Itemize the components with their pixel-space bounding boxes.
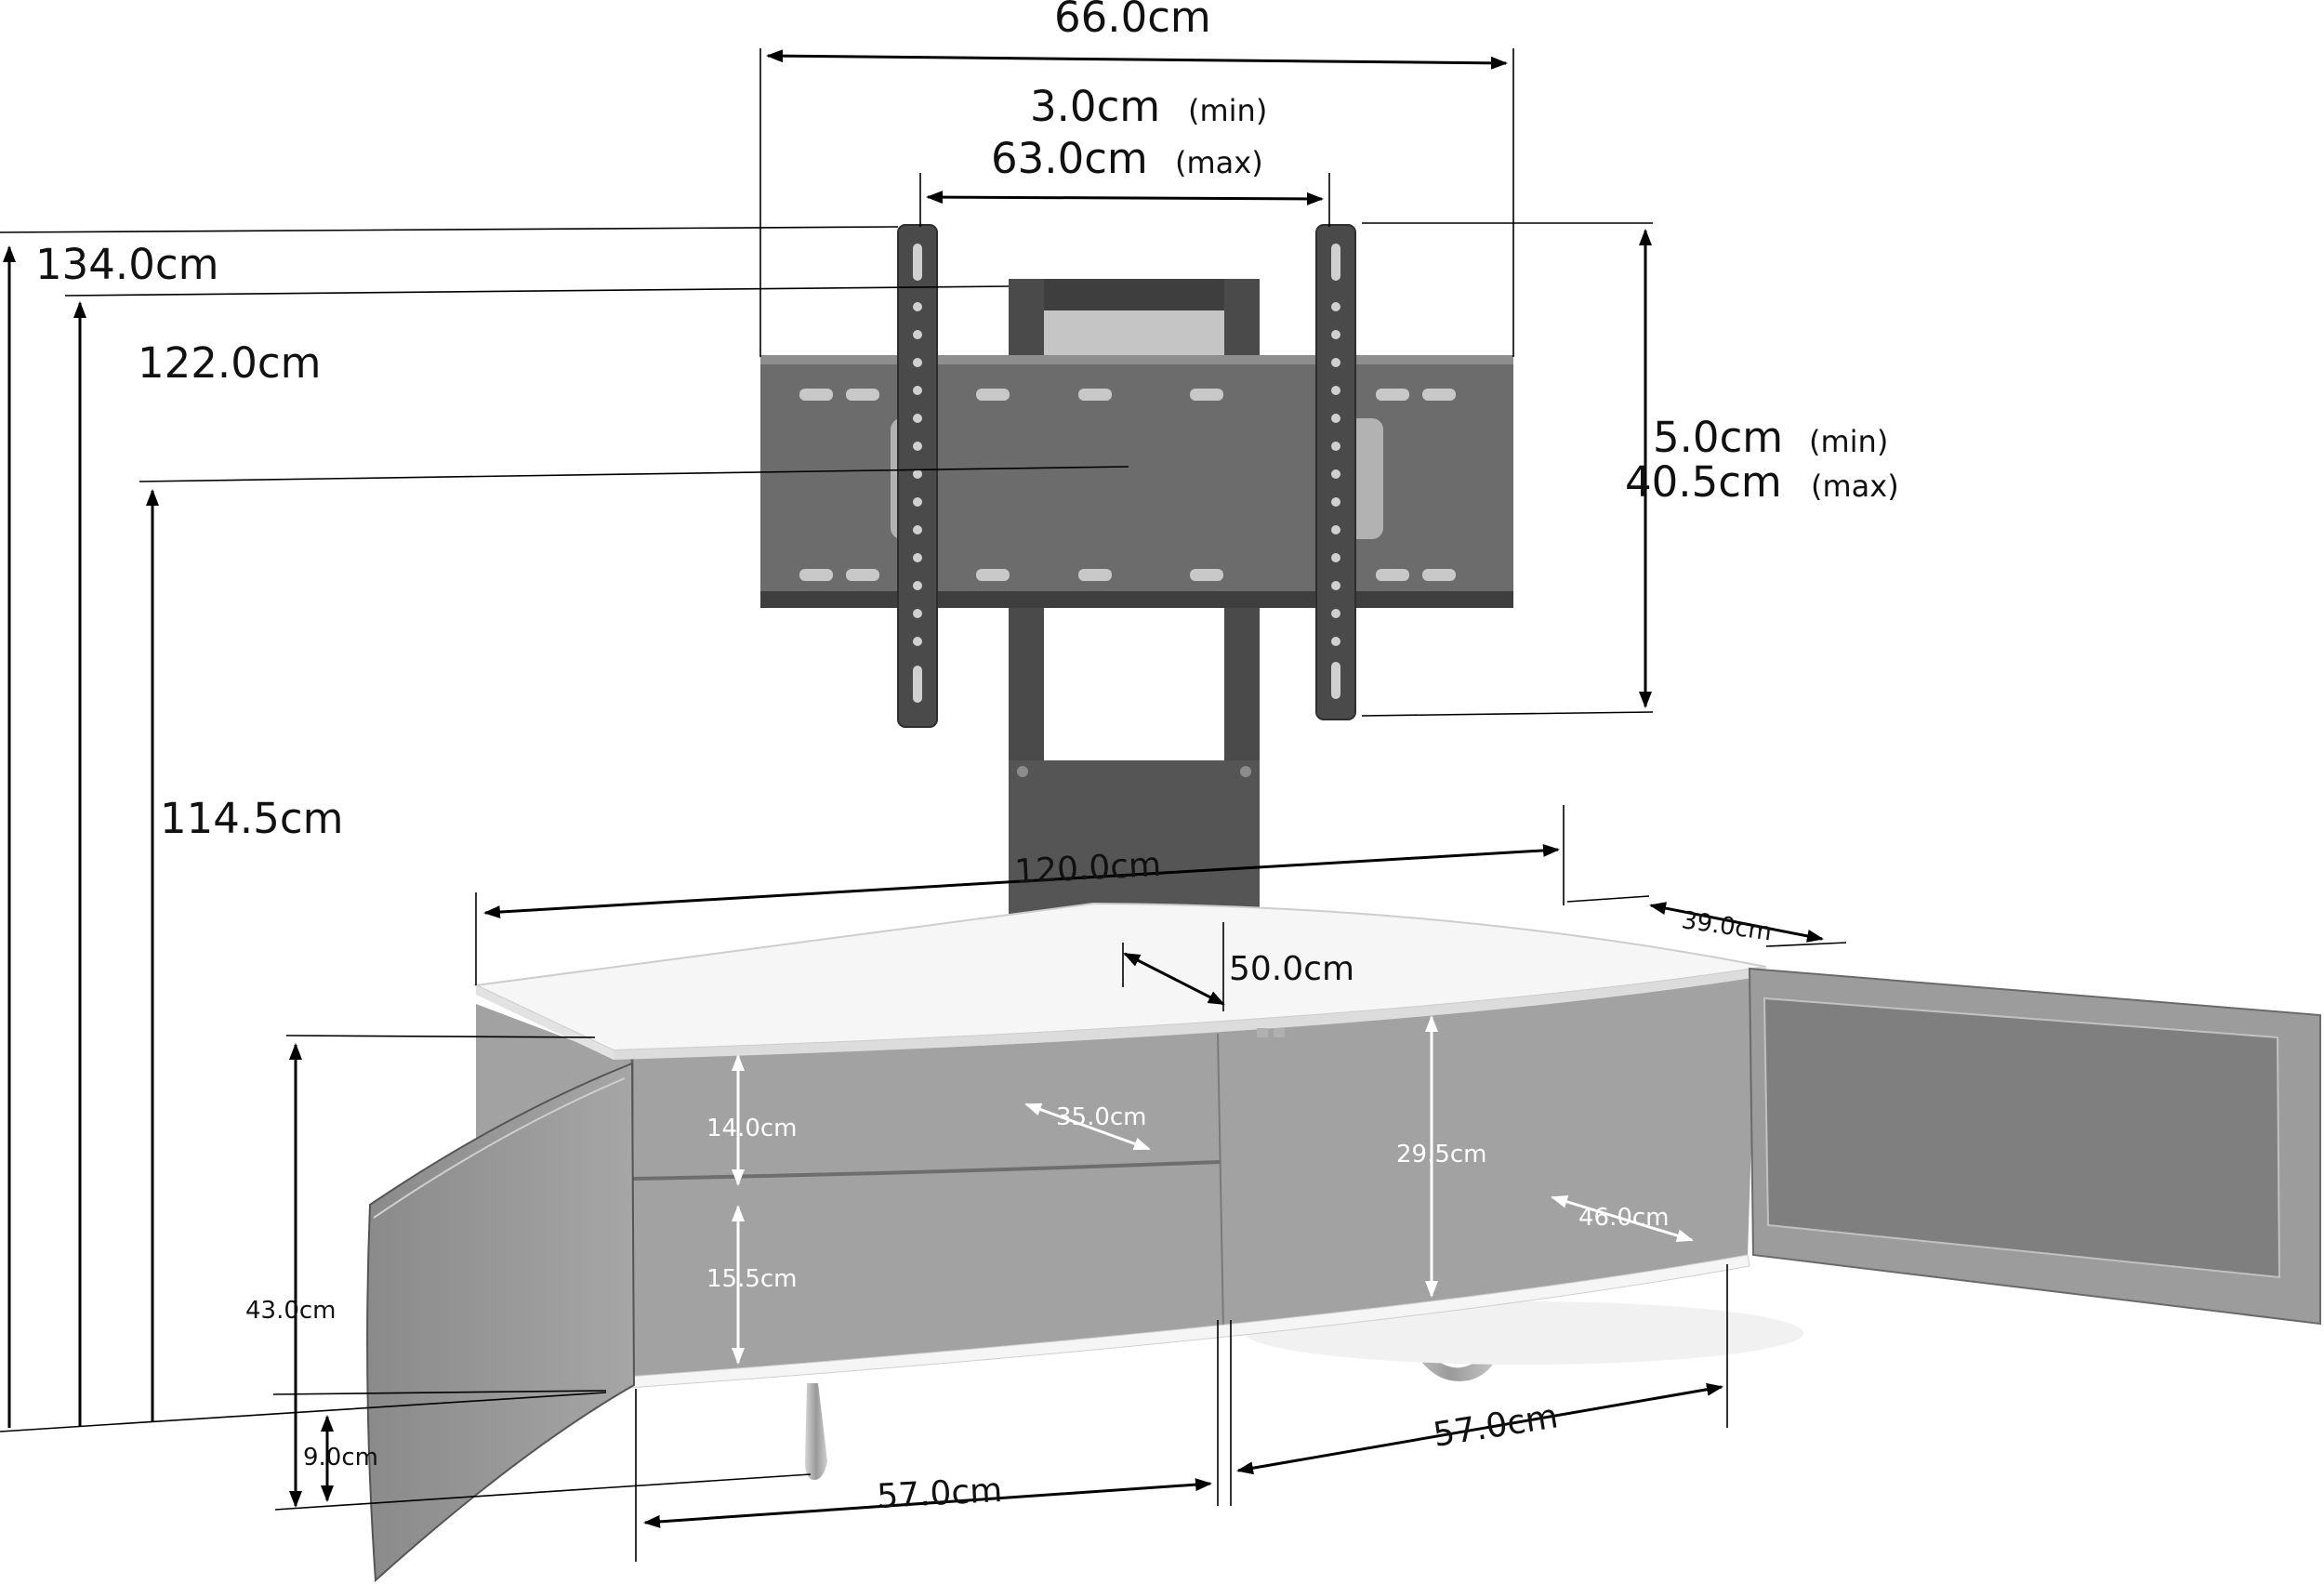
label-cabinet-width: 120.0cm bbox=[1013, 846, 1162, 891]
label-leg-height: 9.0cm bbox=[303, 1444, 378, 1472]
label-center-depth: 50.0cm bbox=[1229, 950, 1354, 988]
label-upper-shelf-height: 14.0cm bbox=[706, 1115, 798, 1142]
mount-plate bbox=[760, 355, 1513, 608]
label-pole-height: 122.0cm bbox=[138, 338, 321, 388]
label-door-right-width: 57.0cm bbox=[1431, 1397, 1561, 1455]
label-bracket-spread-min-note: (min) bbox=[1188, 93, 1267, 128]
bracket-arm-left bbox=[897, 224, 938, 728]
door-left-open bbox=[366, 1062, 636, 1583]
label-bracket-spread-min: 3.0cm bbox=[1030, 82, 1160, 131]
label-side-depth: 39.0cm bbox=[1680, 906, 1774, 946]
label-center-height: 114.5cm bbox=[160, 794, 343, 843]
label-bracket-height-min: 5.0cm bbox=[1653, 413, 1783, 462]
label-right-compartment-height: 29.5cm bbox=[1396, 1141, 1487, 1168]
label-bracket-height-max: 40.5cm bbox=[1625, 457, 1782, 507]
label-overall-height: 134.0cm bbox=[35, 240, 218, 289]
label-door-left-width: 57.0cm bbox=[876, 1472, 1003, 1516]
label-bracket-spread-max-note: (max) bbox=[1175, 145, 1263, 180]
label-shelf-depth: 35.0cm bbox=[1056, 1103, 1147, 1131]
label-bracket-height-max-note: (max) bbox=[1811, 469, 1899, 504]
label-bracket-width: 66.0cm bbox=[1054, 0, 1211, 42]
label-bracket-height-min-note: (min) bbox=[1809, 424, 1888, 459]
label-lower-shelf-height: 15.5cm bbox=[706, 1265, 798, 1293]
dimension-labels: 66.0cm 3.0cm (min) 63.0cm (max) 5.0cm (m… bbox=[35, 0, 1899, 1516]
dimension-lines bbox=[0, 48, 1847, 1562]
label-cabinet-height: 43.0cm bbox=[245, 1297, 337, 1325]
door-right-open bbox=[1748, 967, 2321, 1326]
label-right-compartment-depth: 46.0cm bbox=[1578, 1204, 1670, 1232]
label-bracket-spread-max: 63.0cm bbox=[991, 134, 1148, 183]
bracket-arm-right bbox=[1315, 224, 1356, 720]
